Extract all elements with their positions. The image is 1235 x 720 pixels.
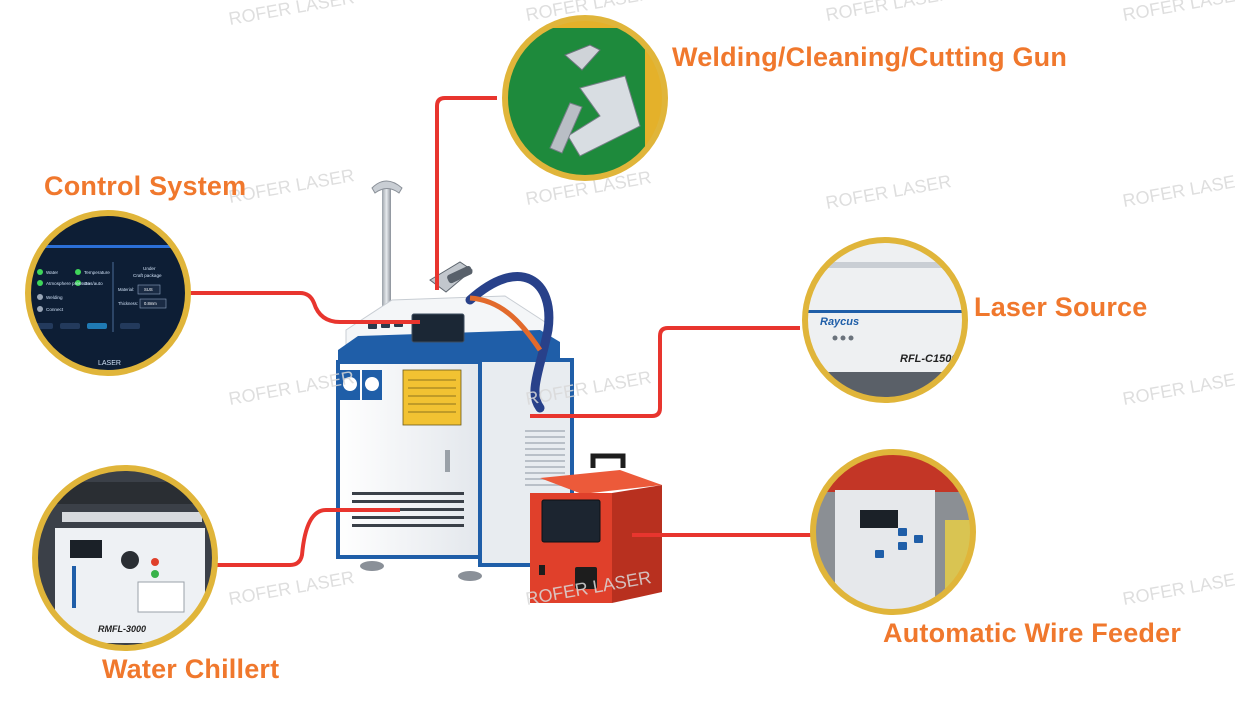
- holder-pole: [382, 188, 391, 338]
- cabinet-blue-trim: [338, 330, 560, 365]
- laser-model: RFL-C1500: [900, 353, 958, 365]
- foot-left: [360, 561, 384, 571]
- control-ring: [25, 210, 191, 376]
- screen-item-gas: Gas/auto: [84, 281, 103, 286]
- feeder-closeup: [810, 449, 976, 615]
- screen-material-value: SUS: [144, 287, 153, 292]
- wire-feeder-socket: [575, 567, 597, 589]
- leader-control: [190, 291, 420, 324]
- gun-ring: [502, 15, 668, 181]
- cabinet-side: [478, 358, 574, 567]
- laser-ring: [802, 237, 968, 403]
- screen-item-temperature: Temperature: [84, 270, 110, 275]
- control-panel-screen[interactable]: [411, 313, 465, 343]
- wire-feeder-handle[interactable]: [590, 453, 626, 468]
- chiller-ring: [32, 465, 218, 651]
- chiller-closeup: RMFL-3000: [32, 465, 218, 651]
- foot-right: [458, 571, 482, 581]
- screen-thickness-label: Thickness:: [118, 301, 138, 306]
- laser-welding-machine: [336, 180, 662, 603]
- screen-brand: LASER: [98, 360, 121, 367]
- gun-closeup: [502, 15, 668, 181]
- label-laser-source: Laser Source: [974, 292, 1148, 322]
- chiller-model: RMFL-3000: [98, 624, 146, 634]
- feeder-ring: [810, 449, 976, 615]
- leader-chiller: [210, 508, 400, 567]
- leader-lines: [190, 96, 815, 567]
- screen-item-connect: Connect: [46, 307, 64, 312]
- wire-feeder-top: [540, 470, 662, 494]
- label-control-system: Control System: [44, 171, 247, 201]
- screen-item-atmosphere: Atmosphere pressure: [46, 281, 90, 286]
- leader-laser: [530, 326, 800, 418]
- holder-hook: [371, 180, 403, 194]
- label-water-chiller: Water Chillert: [102, 654, 280, 684]
- label-gun: Welding/Cleaning/Cutting Gun: [672, 42, 1068, 72]
- screen-thickness-value: 0.8mm: [144, 301, 157, 306]
- screen-material-label: Material:: [118, 287, 134, 292]
- screen-item-welding: Welding: [46, 295, 63, 300]
- laser-brand: Raycus: [820, 316, 859, 328]
- leader-gun: [435, 96, 497, 290]
- front-vent: [352, 492, 464, 527]
- gun-handle: [447, 265, 473, 284]
- door-handle: [445, 450, 450, 472]
- laser-closeup: Raycus RFL-C1500: [802, 237, 968, 403]
- control-closeup: Water Temperature Atmosphere pressure Ga…: [25, 210, 191, 376]
- gas-hose: [469, 295, 543, 352]
- wire-feeder-screen[interactable]: [541, 499, 601, 543]
- warning-label: [402, 369, 462, 426]
- wire-feeder-side: [612, 485, 662, 603]
- screen-item-water: Water: [46, 270, 59, 275]
- screen-header: Under: [143, 266, 156, 271]
- fiber-cable: [465, 272, 554, 413]
- screen-subheader: Craft package: [133, 273, 162, 278]
- label-wire-feeder: Automatic Wire Feeder: [883, 618, 1182, 648]
